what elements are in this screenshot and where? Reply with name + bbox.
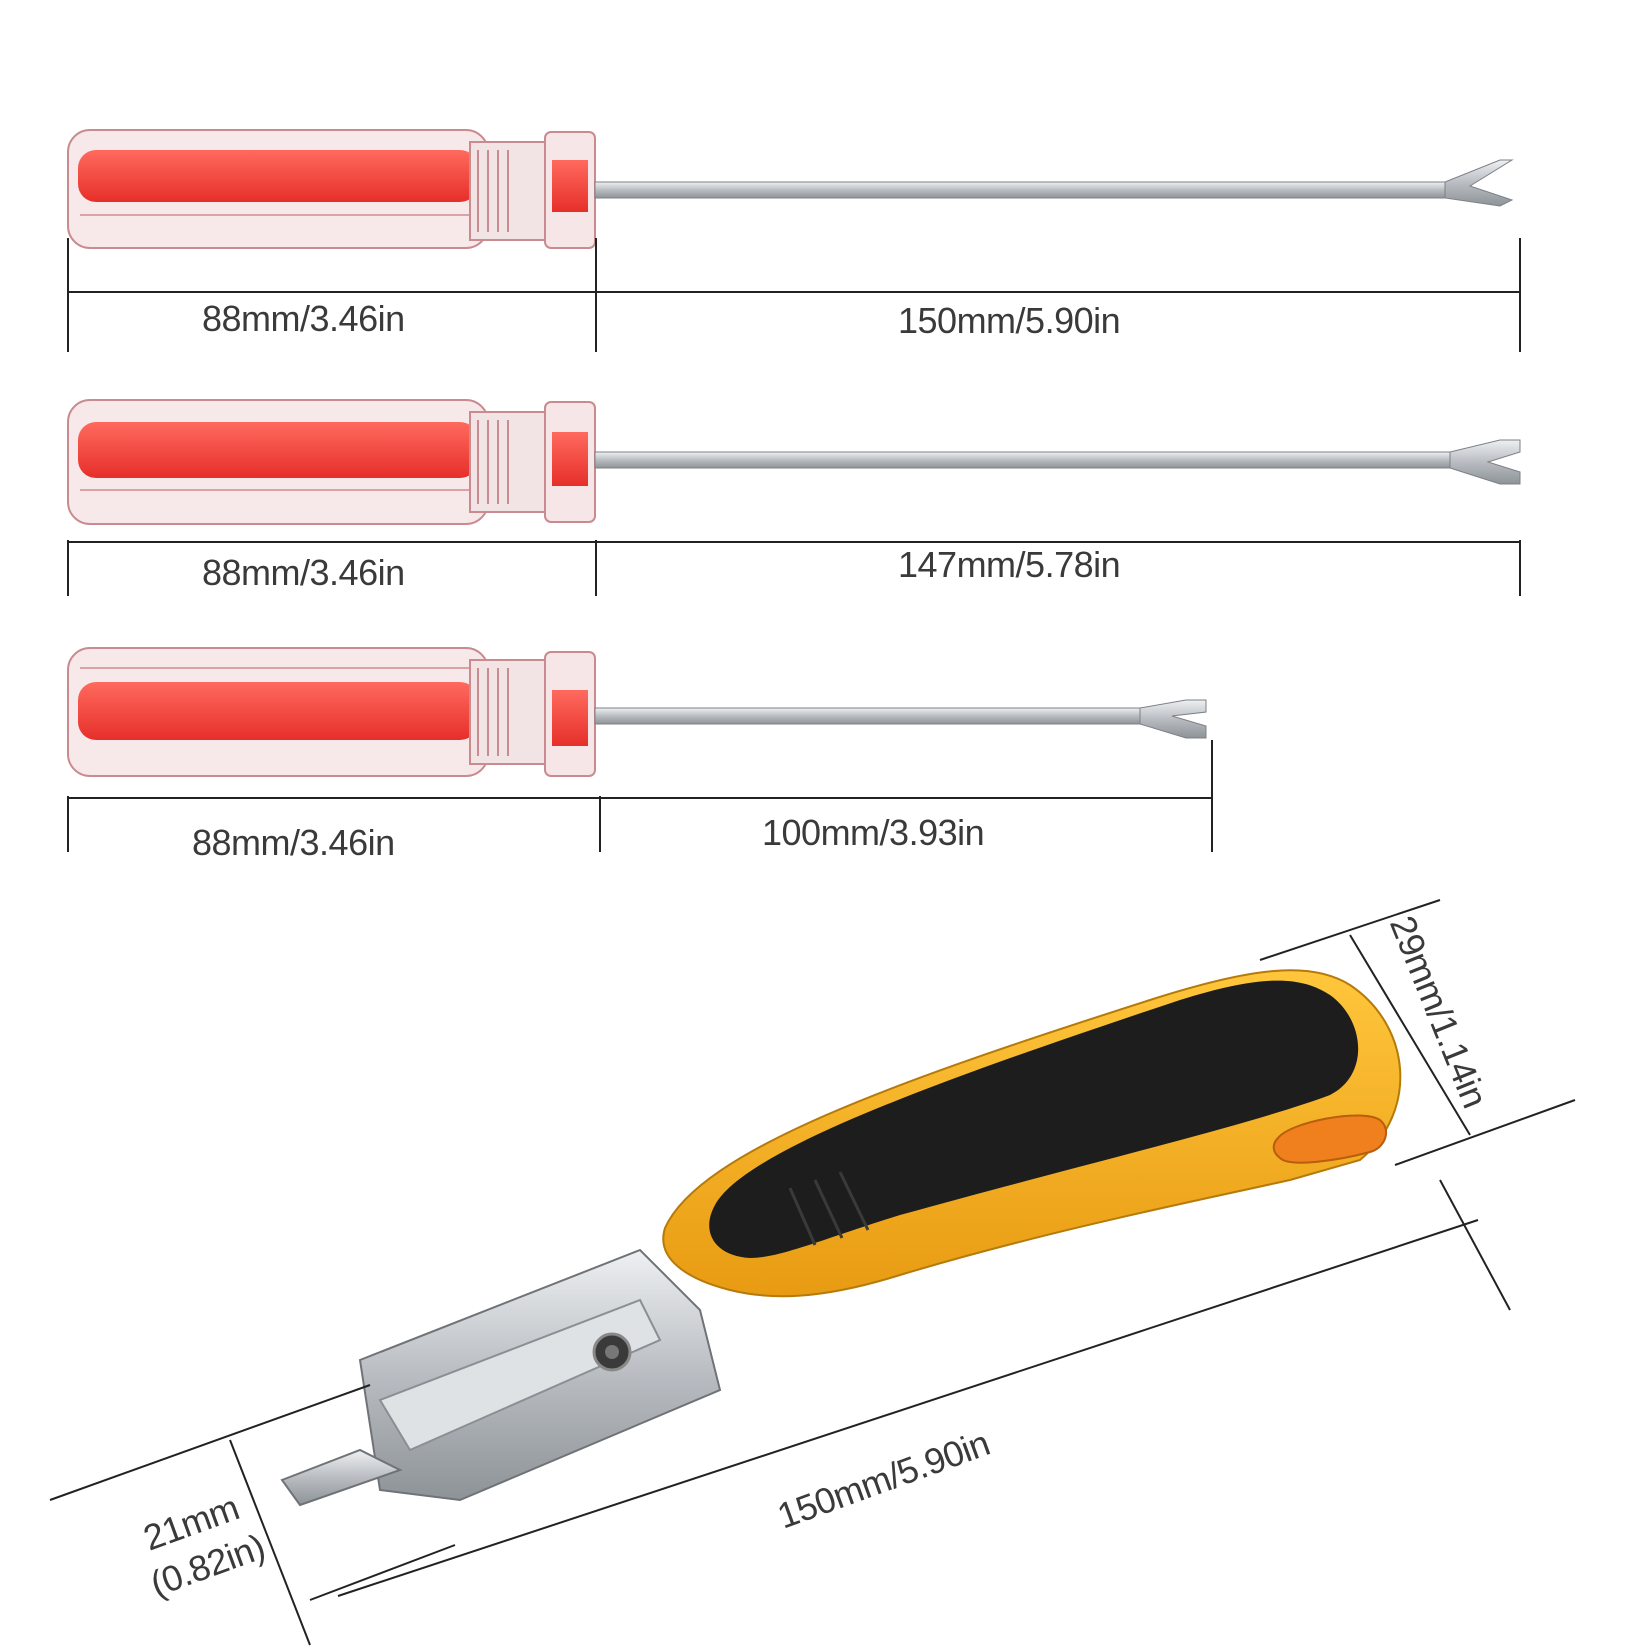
screwdriver-1-handle-length: 88mm/3.46in [202,298,405,339]
staple-remover [49,899,1576,1646]
screwdriver-1 [67,129,1521,352]
screwdriver-2-handle-length: 88mm/3.46in [202,552,405,593]
screwdriver-3-shaft-length: 100mm/3.93in [762,812,985,853]
screwdriver-2 [67,399,1521,596]
screwdriver-3-handle-length: 88mm/3.46in [192,822,395,863]
screwdriver-3 [67,647,1213,852]
staple-remover-jaw [280,1248,722,1507]
screwdriver-1-shaft-length: 150mm/5.90in [898,300,1121,341]
staple-remover-grip [709,980,1359,1258]
screwdriver-2-shaft-length: 147mm/5.78in [898,544,1121,585]
hanging-hole [1272,1114,1388,1164]
